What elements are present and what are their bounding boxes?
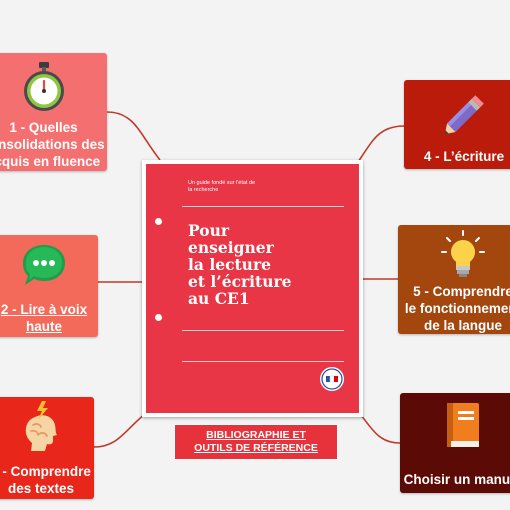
cover-rule (182, 206, 344, 207)
node-3-label-line-2: des textes (7, 481, 75, 496)
node-5-label-line-3: de la langue (423, 318, 503, 333)
topic-node-fonctionnement-langue[interactable]: 5 - Comprendre le fonctionnement de la l… (398, 225, 510, 334)
bibliography-button-line-2: OUTILS DE RÉFÉRENCE (194, 442, 318, 454)
guide-title-line-5: au CE1 (188, 289, 250, 308)
node-2-label-line-1[interactable]: 2 - Lire à voix (0, 302, 88, 317)
cover-rule (182, 330, 344, 331)
connector-node-1 (106, 111, 161, 161)
bibliography-button-line-1: BIBLIOGRAPHIE ET (206, 429, 306, 441)
pencil-icon (437, 90, 491, 144)
binder-hole (155, 314, 162, 321)
bibliography-button[interactable]: BIBLIOGRAPHIE ET OUTILS DE RÉFÉRENCE (174, 424, 338, 460)
guide-cover-page: Un guide fondé sur l'état de la recherch… (146, 164, 359, 413)
guide-title-line-2: enseigner (188, 238, 274, 257)
connector-node-3 (93, 413, 146, 448)
node-6-label-line-1: Choisir un manuel (403, 472, 510, 487)
topic-node-lire-a-voix-haute[interactable]: 2 - Lire à voix haute (0, 235, 98, 337)
head-lightning-icon (17, 401, 65, 457)
topic-node-ecriture[interactable]: 4 - L’écriture (404, 80, 510, 169)
guide-title-line-1: Pour (188, 221, 230, 240)
book-icon (441, 401, 485, 455)
lightbulb-icon (441, 230, 485, 284)
connector-node-6 (359, 413, 401, 444)
guide-title-line-3: la lecture (188, 255, 271, 274)
node-2-label-line-2[interactable]: haute (25, 319, 62, 334)
guide-title-line-4: et l’écriture (188, 272, 292, 291)
central-guide-cover[interactable]: Un guide fondé sur l'état de la recherch… (142, 160, 363, 417)
topic-node-choisir-manuel[interactable]: Choisir un manuel (400, 393, 510, 493)
node-1-label-line-1: 1 - Quelles (9, 120, 78, 135)
node-5-label-line-1: 5 - Comprendre (413, 284, 510, 299)
binder-hole (155, 218, 162, 225)
cover-rule (182, 361, 344, 362)
node-4-label-line-1: 4 - L’écriture (423, 149, 505, 164)
node-5-label-line-2: le fonctionnement (404, 301, 510, 316)
node-1-label-line-2: consolidations des (0, 137, 105, 152)
stopwatch-icon (21, 61, 67, 117)
topic-node-fluence[interactable]: 1 - Quelles consolidations des acquis en… (0, 53, 107, 171)
node-3-label-line-1: 3 - Comprendre (0, 464, 91, 479)
guide-subtitle: Un guide fondé sur l'état de la recherch… (188, 180, 256, 193)
connector-node-4 (357, 125, 405, 163)
topic-node-comprendre-des-textes[interactable]: 3 - Comprendre des textes (0, 397, 94, 499)
guide-title: Pour enseigner la lecture et l’écriture … (188, 222, 348, 307)
speech-bubble-icon (19, 241, 69, 293)
ministry-seal-icon (320, 367, 344, 391)
node-1-label-line-3: acquis en fluence (0, 154, 101, 169)
